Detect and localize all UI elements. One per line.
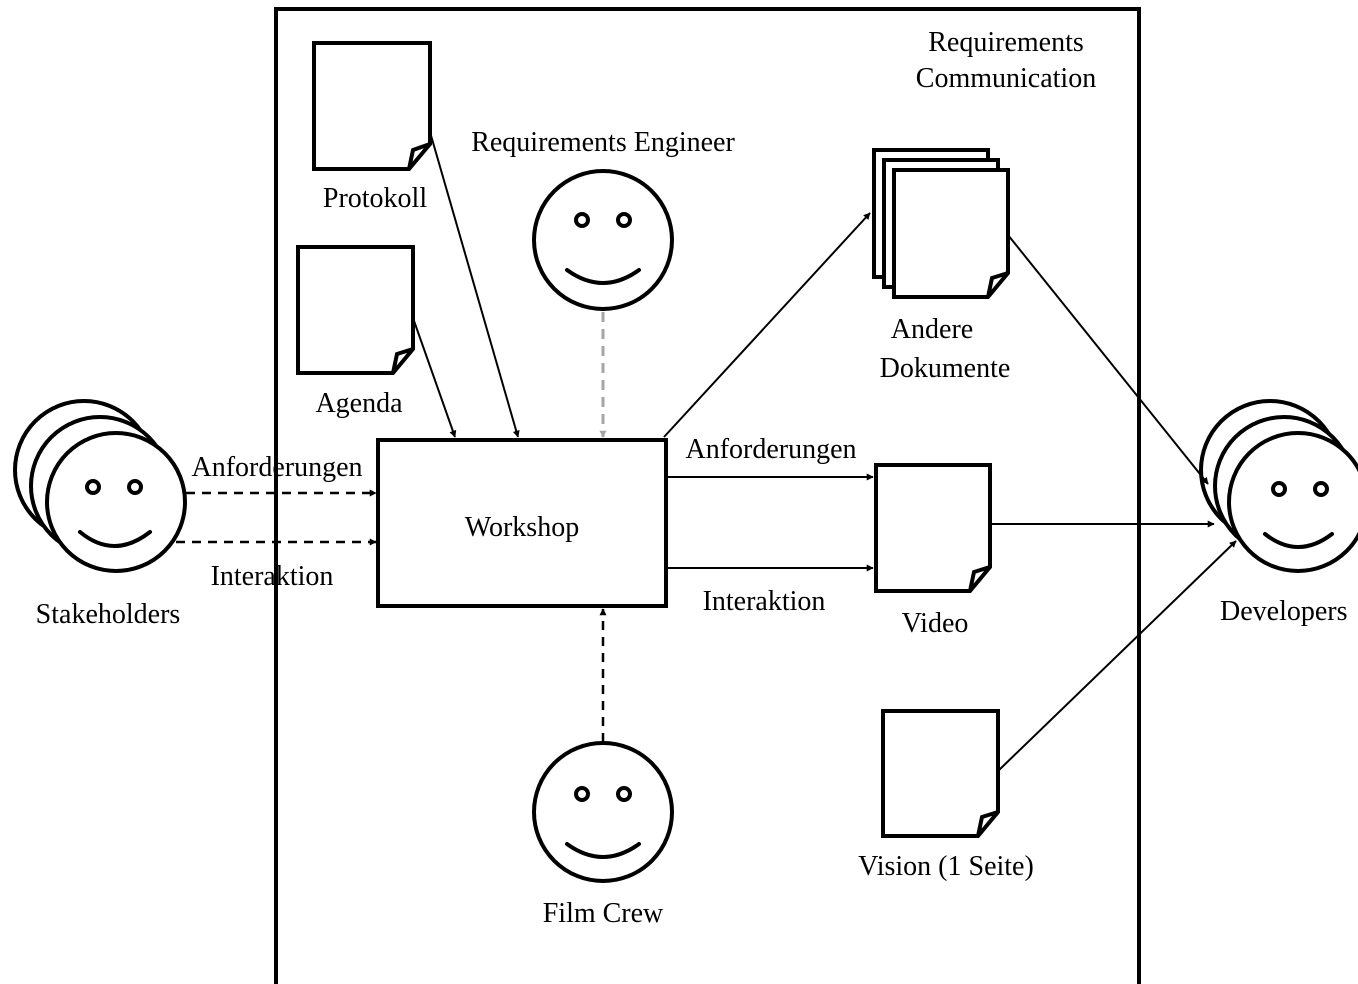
arrow-workshop-to-andere: [663, 212, 871, 438]
vision-document-icon: [881, 709, 1000, 838]
andere-label-line1: Andere: [891, 314, 973, 345]
protokoll-document-icon: [312, 41, 432, 171]
right-interaktion-label: Interaktion: [703, 586, 826, 617]
left-anforderungen-label: Anforderungen: [191, 452, 362, 483]
developers-label: Developers: [1220, 596, 1348, 627]
arrow-agenda-to-workshop: [412, 317, 457, 438]
container-label-line2: Communication: [916, 63, 1096, 94]
agenda-document-icon: [296, 245, 415, 375]
video-label: Video: [902, 608, 969, 639]
requirements-engineer-label: Requirements Engineer: [471, 127, 735, 158]
film-crew-icon: [532, 741, 674, 883]
left-interaktion-label: Interaktion: [211, 561, 334, 592]
arrow-andere-to-developers: [1007, 234, 1209, 485]
arrow-protokoll-to-workshop: [429, 131, 520, 438]
andere-dokumente-icon: [872, 148, 1010, 299]
container-label-line1: Requirements: [928, 27, 1084, 58]
stakeholders-icon: [13, 399, 187, 573]
film-crew-label: Film Crew: [543, 898, 664, 929]
requirements-communication-frame: [274, 7, 1141, 984]
workshop-label: Workshop: [465, 512, 579, 543]
developers-icon: [1199, 399, 1358, 573]
video-document-icon: [874, 463, 992, 593]
andere-label-line2: Dokumente: [880, 353, 1011, 384]
requirements-engineer-icon: [532, 169, 674, 311]
arrow-vision-to-developers: [997, 540, 1237, 772]
protokoll-label: Protokoll: [323, 183, 427, 214]
vision-label: Vision (1 Seite): [858, 851, 1034, 882]
workshop-box: [376, 438, 668, 608]
stakeholders-label: Stakeholders: [36, 599, 181, 630]
right-anforderungen-label: Anforderungen: [685, 434, 856, 465]
agenda-label: Agenda: [315, 388, 403, 419]
